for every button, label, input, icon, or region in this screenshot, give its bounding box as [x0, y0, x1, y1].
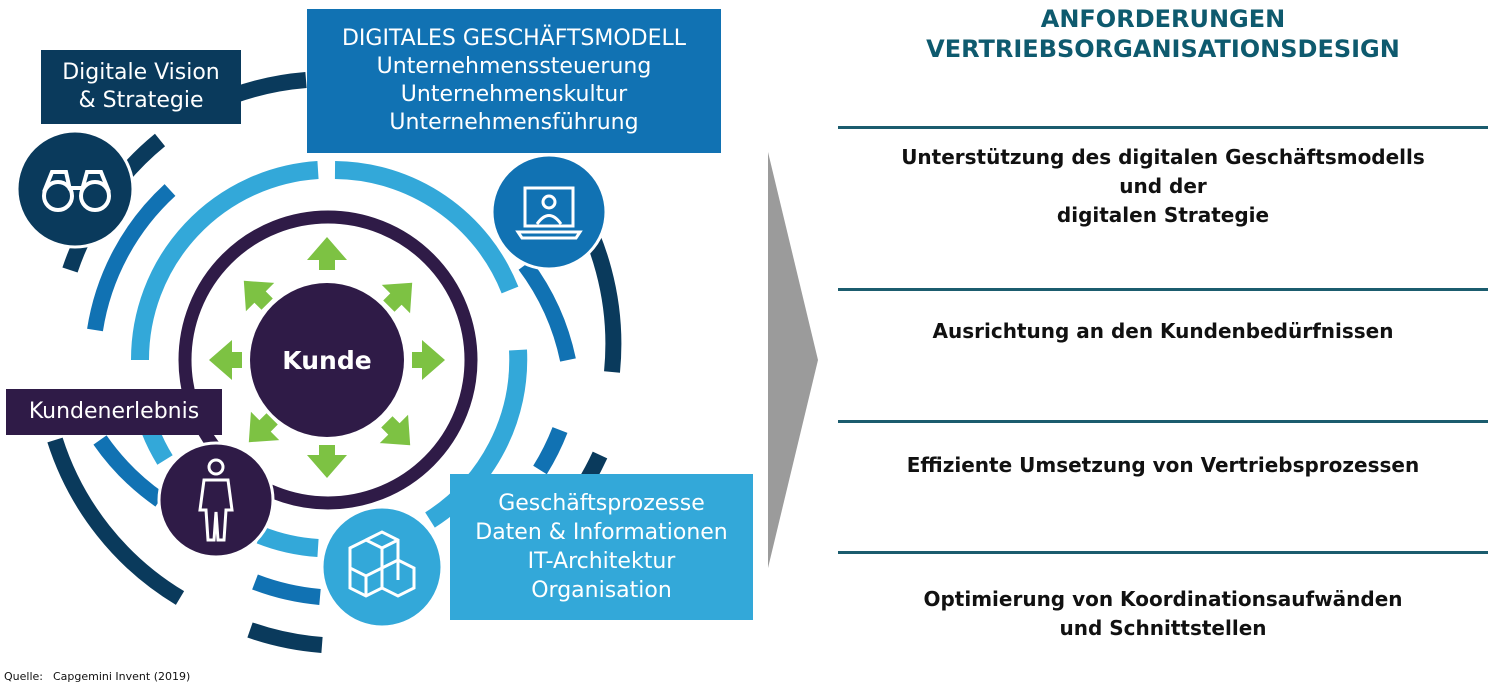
requirement-line: Unterstützung des digitalen Geschäftsmod…: [901, 145, 1425, 169]
vision-line: & Strategie: [78, 88, 204, 113]
person-icon: [157, 441, 275, 559]
requirement-line: und Schnittstellen: [1059, 616, 1267, 640]
divider: [838, 551, 1488, 554]
arrow-icon: [307, 445, 347, 478]
outer-ring-segment: [247, 622, 323, 653]
second-ring: [87, 184, 576, 605]
laptop-user-icon: [490, 153, 608, 271]
requirement-line: und der: [1119, 174, 1207, 198]
process-line: Geschäftsprozesse: [498, 491, 705, 516]
experience-label: Kundenerlebnis: [28, 399, 200, 424]
title-line: VERTRIEBSORGANISATIONSDESIGN: [926, 35, 1400, 63]
arrow-icon: [381, 282, 413, 314]
model-line: Unternehmenssteuerung: [376, 54, 652, 79]
second-ring-segment: [87, 184, 176, 332]
outer-ring-segment: [229, 72, 307, 104]
requirement-line: Ausrichtung an den Kundenbedürfnissen: [932, 319, 1394, 343]
vision-line: Digitale Vision: [62, 60, 220, 85]
arrows: [209, 237, 445, 478]
processes-box: Geschäftsprozesse Daten & Informationen …: [450, 474, 753, 620]
second-ring-segment: [518, 260, 576, 362]
requirement-line: Optimierung von Koordinationsaufwänden: [923, 587, 1403, 611]
arrow-icon: [379, 414, 411, 446]
process-line: Organisation: [531, 578, 672, 603]
source-text: Capgemini Invent (2019): [52, 670, 191, 683]
source-label: Quelle:: [4, 670, 43, 683]
business-model-box: DIGITALES GESCHÄFTSMODELL Unternehmensst…: [307, 9, 721, 153]
divider: [838, 288, 1488, 291]
third-ring-segment: [334, 161, 519, 294]
third-ring-segment: [256, 526, 319, 557]
second-ring-segment: [93, 435, 165, 507]
center-circle: [250, 283, 404, 437]
outer-ring-segment: [47, 437, 185, 605]
binoculars-icon: [15, 129, 135, 249]
cubes-icon: [320, 505, 444, 629]
model-line: Unternehmensführung: [389, 110, 639, 135]
source-note: Quelle: Capgemini Invent (2019): [4, 670, 190, 683]
process-line: IT-Architektur: [527, 549, 676, 574]
divider: [838, 420, 1488, 423]
chevron-arrow: [768, 152, 818, 568]
customer-experience-box: Kundenerlebnis: [6, 389, 222, 435]
title-line: ANFORDERUNGEN: [1040, 5, 1286, 33]
requirement-line: Effiziente Umsetzung von Vertriebsprozes…: [906, 453, 1420, 477]
process-line: Daten & Informationen: [475, 520, 728, 545]
requirement-item: Ausrichtung an den Kundenbedürfnissen: [838, 317, 1488, 346]
requirement-item: Optimierung von Koordinationsaufwänden u…: [838, 585, 1488, 643]
requirements-title: ANFORDERUNGEN VERTRIEBSORGANISATIONSDESI…: [838, 4, 1488, 64]
model-line: Unternehmenskultur: [400, 82, 628, 107]
inner-ring: [178, 210, 478, 510]
requirement-item: Unterstützung des digitalen Geschäftsmod…: [838, 143, 1488, 230]
arrow-icon: [307, 237, 347, 270]
digital-vision-box: Digitale Vision & Strategie: [41, 50, 241, 124]
arrow-icon: [243, 280, 275, 312]
model-line: DIGITALES GESCHÄFTSMODELL: [341, 26, 687, 51]
arrow-icon: [209, 340, 242, 380]
center-label: Kunde: [282, 346, 371, 375]
requirement-item: Effiziente Umsetzung von Vertriebsprozes…: [838, 451, 1488, 480]
arrow-icon: [248, 411, 280, 443]
second-ring-segment: [252, 574, 321, 605]
second-ring-segment: [533, 426, 568, 475]
divider: [838, 126, 1488, 129]
requirement-line: digitalen Strategie: [1056, 203, 1270, 227]
third-ring-segment: [130, 161, 319, 361]
arrow-icon: [412, 340, 445, 380]
